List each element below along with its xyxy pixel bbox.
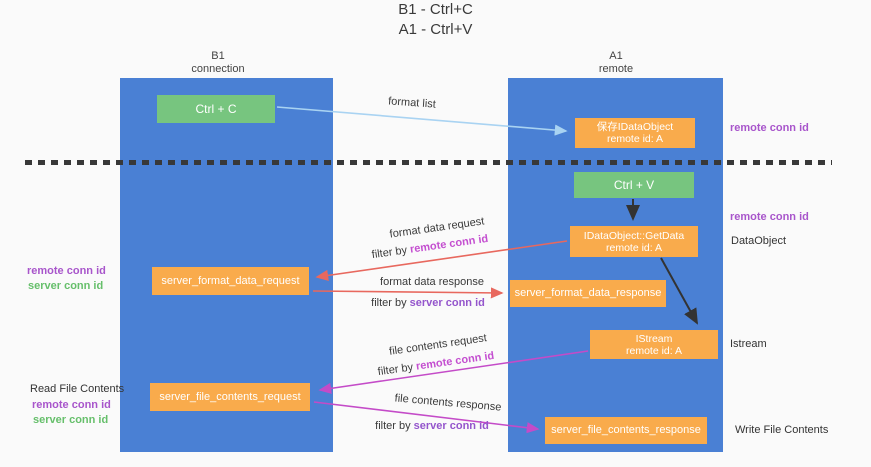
istream-line2: remote id: A bbox=[625, 344, 683, 357]
ctrl-v-box: Ctrl + V bbox=[574, 172, 694, 198]
server-conn-id-text: server conn id bbox=[409, 297, 485, 309]
save-idataobject-line2: remote id: A bbox=[606, 133, 664, 145]
file-contents-response-label: file contents response bbox=[394, 392, 502, 414]
server-format-data-request-label: server_format_data_request bbox=[161, 274, 300, 287]
left-remote-conn-id-2-label: remote conn id bbox=[32, 399, 111, 411]
ctrl-v-label: Ctrl + V bbox=[613, 177, 655, 192]
left-server-conn-id-1-label: server conn id bbox=[28, 280, 104, 292]
save-idataobject-box: 保存IDataObject remote id: A bbox=[575, 118, 695, 148]
format-data-response-label: format data response bbox=[380, 276, 484, 288]
filter-by-text: filter by bbox=[371, 297, 410, 309]
istream-side-label: Istream bbox=[730, 338, 767, 350]
write-file-contents-label: Write File Contents bbox=[735, 424, 829, 436]
title-line-1: B1 - Ctrl+C bbox=[398, 1, 473, 18]
lane-a1-title: A1 bbox=[609, 50, 623, 62]
filter-by-server-2-label: filter by server conn id bbox=[375, 420, 489, 432]
istream-box: IStream remote id: A bbox=[590, 330, 718, 359]
getdata-line2: remote id: A bbox=[605, 241, 663, 254]
server-file-contents-response-box: server_file_contents_response bbox=[545, 417, 707, 444]
filter-by-text: filter by bbox=[377, 360, 417, 379]
ctrl-c-label: Ctrl + C bbox=[195, 101, 237, 116]
lane-a1-subtitle: remote bbox=[598, 63, 634, 75]
server-format-data-request-box: server_format_data_request bbox=[152, 267, 309, 295]
dashed-divider-line bbox=[25, 160, 832, 165]
diagram-title: B1 - Ctrl+C A1 - Ctrl+V bbox=[0, 0, 871, 40]
filter-by-server-1-label: filter by server conn id bbox=[371, 297, 485, 309]
lane-b1-title: B1 bbox=[211, 50, 225, 62]
save-idataobject-line1: 保存IDataObject bbox=[596, 121, 674, 133]
dataobject-label: DataObject bbox=[731, 235, 787, 247]
filter-by-text: filter by bbox=[375, 420, 414, 432]
format-list-label: format list bbox=[387, 95, 437, 111]
left-server-conn-id-2-label: server conn id bbox=[33, 414, 109, 426]
format-data-response-arrow bbox=[312, 287, 504, 299]
istream-line1: IStream bbox=[635, 332, 673, 345]
server-file-contents-request-box: server_file_contents_request bbox=[150, 383, 310, 411]
filter-by-remote-1-label: filter by remote conn id bbox=[371, 233, 489, 261]
server-file-contents-response-label: server_file_contents_response bbox=[551, 424, 701, 436]
server-format-data-response-label: server_format_data_response bbox=[514, 287, 662, 299]
title-line-2: A1 - Ctrl+V bbox=[398, 21, 473, 38]
lane-header-b1: B1 connection bbox=[158, 50, 278, 76]
right-remote-conn-id-mid-label: remote conn id bbox=[730, 211, 809, 223]
server-file-contents-request-label: server_file_contents_request bbox=[159, 390, 301, 403]
filter-by-text: filter by bbox=[371, 243, 411, 262]
idataobject-getdata-box: IDataObject::GetData remote id: A bbox=[570, 226, 698, 257]
right-remote-conn-id-top-label: remote conn id bbox=[730, 122, 809, 134]
ctrl-c-box: Ctrl + C bbox=[157, 95, 275, 123]
getdata-line1: IDataObject::GetData bbox=[583, 229, 685, 242]
read-file-contents-label: Read File Contents bbox=[30, 383, 125, 395]
remote-conn-id-text: remote conn id bbox=[409, 232, 489, 256]
lane-b1-subtitle: connection bbox=[191, 63, 245, 75]
server-format-data-response-box: server_format_data_response bbox=[510, 280, 666, 307]
server-conn-id-text: server conn id bbox=[413, 420, 489, 432]
left-remote-conn-id-1-label: remote conn id bbox=[27, 265, 106, 277]
remote-conn-id-text: remote conn id bbox=[415, 349, 495, 373]
lane-header-a1: A1 remote bbox=[556, 50, 676, 76]
